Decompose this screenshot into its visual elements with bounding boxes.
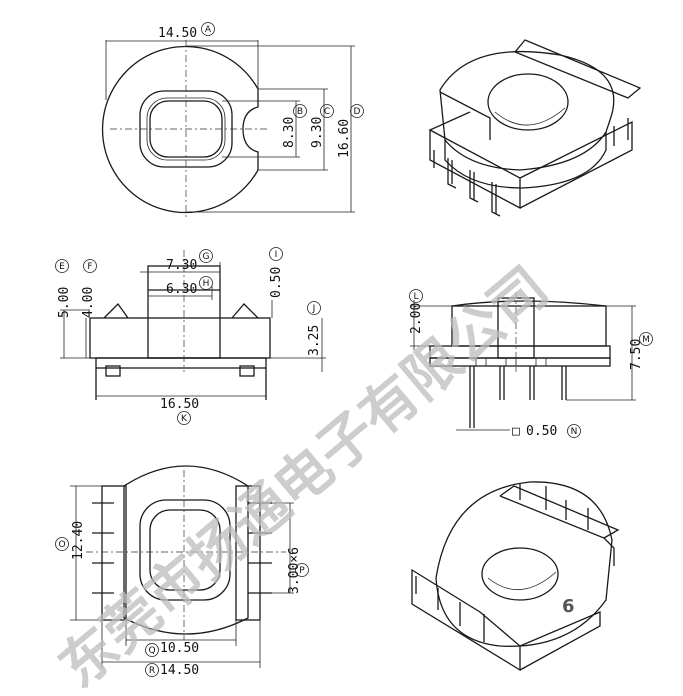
dim-e-label: 5.00: [57, 287, 72, 318]
ref-f-circle: [83, 259, 97, 273]
page-number: 6: [562, 596, 575, 617]
ref-n-circle: [567, 424, 581, 438]
dim-m-label: 7.50: [629, 339, 644, 370]
dim-j-label: 3.25: [307, 325, 322, 356]
isometric-view-top: [429, 39, 642, 217]
top-view: [101, 40, 355, 218]
ref-d-circle: [350, 104, 364, 118]
dim-q-label: 10.50: [160, 641, 199, 656]
ref-c-circle: [320, 104, 334, 118]
bottom-view: [70, 465, 294, 668]
ref-i: I: [275, 250, 278, 260]
ref-b-circle: [293, 104, 307, 118]
ref-a-circle: [201, 22, 215, 36]
dim-i-label: 0.50: [269, 267, 284, 298]
ref-o-circle: [55, 537, 69, 551]
ref-e-circle: [55, 259, 69, 273]
ref-r: R: [149, 666, 155, 676]
dim-p-label: 3.00×6: [287, 547, 302, 594]
ref-o: O: [58, 540, 65, 550]
dim-c-label: 9.30: [310, 117, 325, 148]
ref-g-circle: [199, 249, 213, 263]
isometric-view-bottom: [411, 481, 620, 672]
dim-d-label: 16.60: [337, 119, 352, 158]
dim-k-label: 16.50: [160, 397, 199, 412]
front-view: [60, 250, 326, 400]
ref-e: E: [59, 262, 65, 272]
ref-n: N: [571, 427, 578, 437]
ref-p: P: [299, 566, 305, 576]
ref-d: D: [354, 107, 361, 117]
ref-m-circle: [639, 332, 653, 346]
ref-h: H: [203, 279, 210, 289]
ref-r-circle: [145, 663, 159, 677]
ref-f: F: [87, 262, 92, 272]
dim-n-symbol: □: [512, 424, 520, 439]
ref-k: K: [181, 414, 188, 424]
dim-g-label: 7.30: [166, 258, 197, 273]
dim-l-label: 2.00: [409, 303, 424, 334]
dim-b-label: 8.30: [282, 117, 297, 148]
ref-g: G: [203, 252, 210, 262]
ref-j-circle: [307, 301, 321, 315]
ref-q: Q: [148, 646, 155, 656]
dim-f-label: 4.00: [81, 287, 96, 318]
ref-l: L: [413, 292, 418, 302]
ref-l-circle: [409, 289, 423, 303]
ref-q-circle: [145, 643, 159, 657]
dim-a-label: 14.50: [158, 26, 197, 41]
ref-a: A: [205, 25, 212, 35]
ref-m: M: [642, 335, 650, 345]
dim-r-label: 14.50: [160, 663, 199, 678]
ref-b: B: [297, 107, 303, 117]
ref-h-circle: [199, 276, 213, 290]
side-view: [410, 292, 636, 431]
ref-k-circle: [177, 411, 191, 425]
dim-h-label: 6.30: [166, 282, 197, 297]
dim-n-label: 0.50: [526, 424, 557, 439]
dim-o-label: 12.40: [71, 521, 86, 560]
ref-p-circle: [295, 563, 309, 577]
ref-i-circle: [269, 247, 283, 261]
ref-j: J: [312, 304, 316, 314]
ref-c: C: [324, 107, 330, 117]
